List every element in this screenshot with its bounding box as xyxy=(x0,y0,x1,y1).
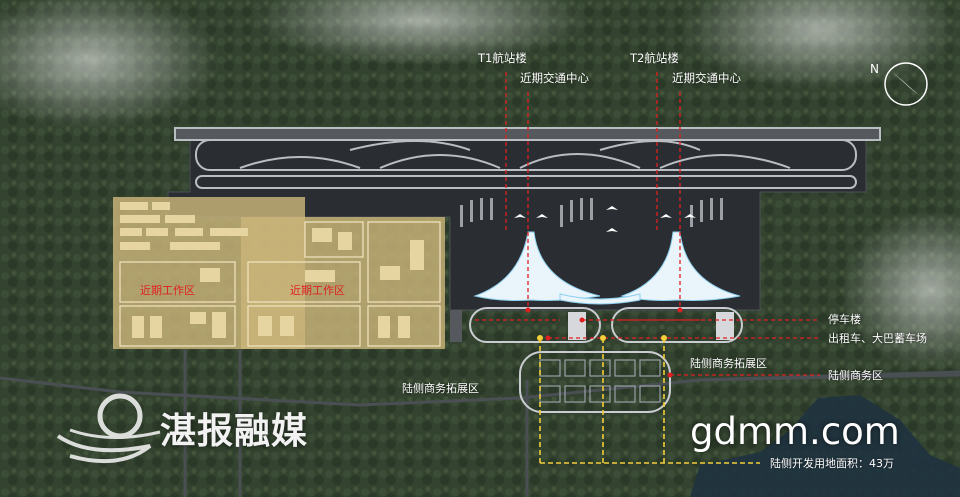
callout-dots-red xyxy=(525,307,683,378)
watermark-brand: 湛报融媒 xyxy=(160,411,309,452)
landside-expansion-left-label: 陆侧商务拓展区 xyxy=(402,382,479,395)
parking-structure xyxy=(716,312,734,340)
landside-area-label: 陆侧开发用地面积：43万 xyxy=(770,457,894,470)
cloud xyxy=(680,0,960,90)
landside-roads xyxy=(469,307,743,413)
work-zone-b-label: 近期工作区 xyxy=(290,284,345,297)
taxi-bus-holding-label: 出租车、大巴蓄车场 xyxy=(828,332,927,345)
t2-terminal-label: T2航站楼 xyxy=(630,51,679,65)
cloud xyxy=(0,0,220,130)
t2-terminal-shape xyxy=(620,231,741,301)
terminal-connector xyxy=(559,293,641,305)
parking-building-label: 停车楼 xyxy=(828,313,861,326)
callout-lines-red xyxy=(475,72,820,376)
cloud xyxy=(250,0,590,65)
t2-transport-center-label: 近期交通中心 xyxy=(672,71,741,85)
landside-expansion-right-label: 陆侧商务拓展区 xyxy=(690,357,767,370)
cloud xyxy=(840,210,960,370)
parking-structure xyxy=(568,312,586,340)
compass-north-label: N xyxy=(870,62,879,76)
t1-transport-center-label: 近期交通中心 xyxy=(520,71,589,85)
watermark-logo xyxy=(56,393,161,464)
lake xyxy=(690,395,960,497)
aircraft-icons xyxy=(514,206,696,232)
landside-business-label: 陆侧商务区 xyxy=(828,369,883,382)
work-zone-area xyxy=(113,197,445,349)
landside-building xyxy=(450,310,462,342)
terminal-buildings xyxy=(473,231,741,305)
compass xyxy=(884,62,928,106)
callout-lines-yellow xyxy=(539,338,760,464)
watermark-site: gdmm.com xyxy=(690,410,900,453)
callout-dots-yellow xyxy=(537,335,667,341)
t1-terminal-label: T1航站楼 xyxy=(478,51,527,65)
work-zone-a-label: 近期工作区 xyxy=(140,284,195,297)
runway-system xyxy=(174,127,881,189)
road-network xyxy=(0,350,960,497)
t1-terminal-shape xyxy=(473,231,601,301)
